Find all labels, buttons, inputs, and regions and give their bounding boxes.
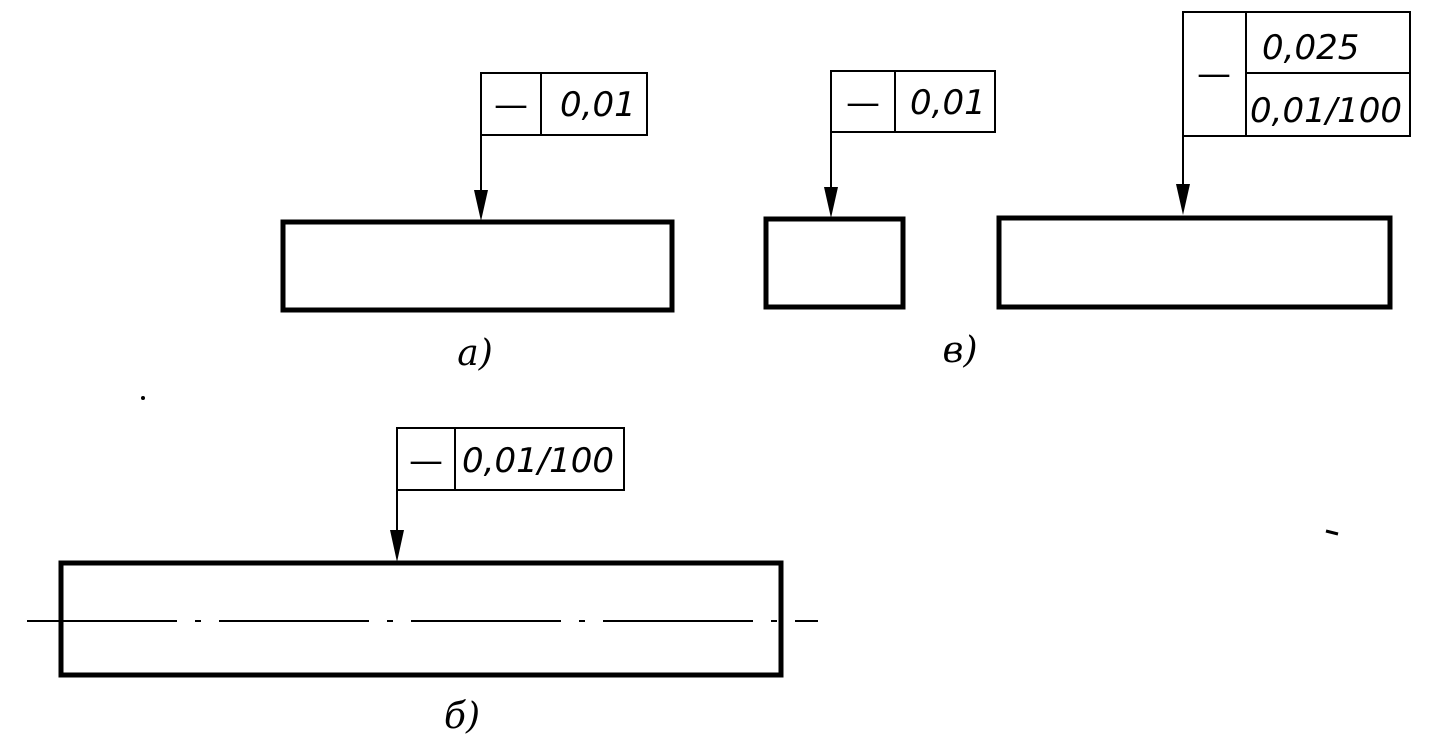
caption-v: в) <box>943 330 978 371</box>
arrowhead <box>1176 184 1190 215</box>
part-rectangle-v-small <box>763 216 906 310</box>
tolerance-frame-v-small: — 0,01 <box>830 70 996 133</box>
tolerance-value: 0,01 <box>910 83 986 123</box>
straightness-symbol: — <box>1197 54 1231 94</box>
arrowhead <box>824 187 838 218</box>
straightness-symbol: — <box>494 85 528 125</box>
tolerance-frame-b: — 0,01/100 <box>396 427 625 491</box>
caption-b: б) <box>444 696 480 737</box>
speck <box>1325 529 1339 536</box>
tolerance-value-bottom: 0,01/100 <box>1250 91 1402 131</box>
part-rectangle-b <box>58 560 784 678</box>
caption-a: а) <box>457 333 493 374</box>
scan-specks <box>141 396 1339 536</box>
frame-border <box>830 70 996 133</box>
arrowhead <box>474 190 488 221</box>
tolerance-frame-a: — 0,01 <box>480 72 648 136</box>
tolerance-frame-v-double: — 0,025 0,01/100 <box>1182 11 1411 137</box>
tolerance-value: 0,01 <box>560 85 636 125</box>
frame-border <box>480 72 648 136</box>
part-rectangle-v-large <box>996 215 1393 310</box>
straightness-symbol: — <box>409 441 443 481</box>
tolerance-value: 0,01/100 <box>462 441 614 481</box>
tolerance-value-top: 0,025 <box>1262 28 1359 68</box>
view-v: — 0,01 — 0,025 0,01/100 в) <box>763 11 1411 371</box>
view-b: — 0,01/100 б) <box>27 427 818 737</box>
part-rectangle-a <box>280 219 675 313</box>
view-a: — 0,01 а) <box>280 72 675 374</box>
straightness-symbol: — <box>846 83 880 123</box>
frame-border <box>396 427 625 491</box>
arrowhead <box>390 530 404 562</box>
speck <box>141 396 145 400</box>
